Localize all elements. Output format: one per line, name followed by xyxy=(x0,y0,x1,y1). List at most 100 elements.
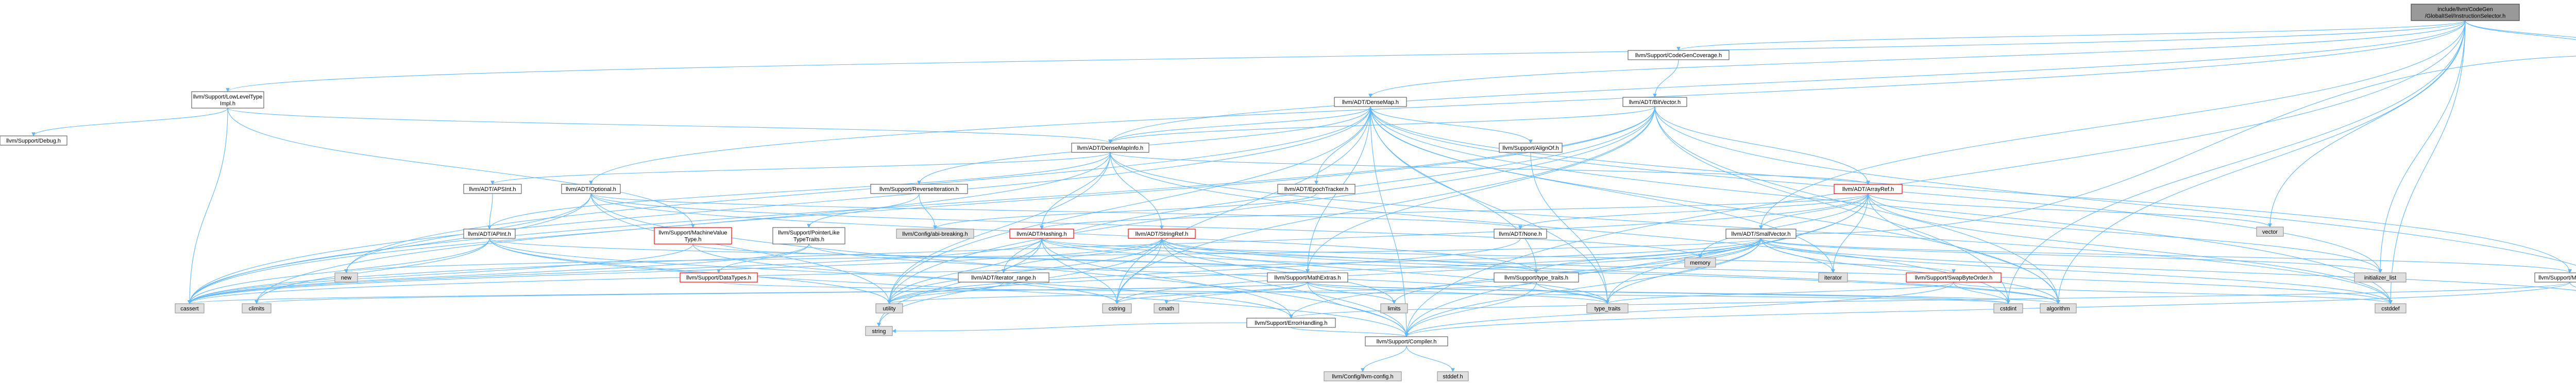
edge-hashing-to-cstring xyxy=(1041,238,1119,304)
edge-swapbyteorder-to-cstddef xyxy=(1953,282,2393,304)
node-new: new xyxy=(334,272,358,283)
edge-root-to-cstdint xyxy=(2006,20,2466,304)
node-iterrange-box xyxy=(958,272,1049,283)
edge-swapbyteorder-to-cstdint xyxy=(1953,282,2010,304)
node-none[interactable]: llvm/ADT/None.h xyxy=(1494,229,1547,239)
edge-smallvector-to-initlist xyxy=(1760,238,2382,273)
node-machinevaluetype-label: Type.h xyxy=(684,237,701,243)
edge-bitvector-to-climits xyxy=(255,106,1655,304)
edge-apint-to-utility xyxy=(489,238,891,304)
edge-optional-to-utility xyxy=(590,193,891,304)
node-datatypes[interactable]: llvm/Support/DataTypes.h xyxy=(680,272,758,283)
edge-stringref-to-typetraitsstd xyxy=(1161,238,1609,304)
edge-bitvector-to-utility xyxy=(887,106,1655,304)
node-apsint[interactable]: llvm/ADT/APSInt.h xyxy=(463,184,522,194)
node-abibreaking-box xyxy=(896,229,974,239)
node-iterrange[interactable]: llvm/ADT/iterator_range.h xyxy=(958,272,1049,283)
node-datatypes-box xyxy=(680,272,758,283)
edge-root-to-vector xyxy=(2268,20,2466,228)
edge-stringref-to-cstring xyxy=(1115,238,1162,304)
node-cmath-box xyxy=(1154,303,1179,314)
edge-stringref-to-cstddef xyxy=(1161,238,2393,304)
node-utility-label: utility xyxy=(883,306,896,312)
edge-memalloc-to-errorhandling xyxy=(1289,282,2570,319)
node-algorithm-label: algorithm xyxy=(2046,306,2070,312)
node-vector-label: vector xyxy=(2262,229,2278,235)
node-iterator-box xyxy=(1818,272,1848,283)
node-densemap-box xyxy=(1334,97,1407,107)
node-densemap[interactable]: llvm/ADT/DenseMap.h xyxy=(1334,97,1407,107)
node-memory-label: memory xyxy=(1690,260,1710,266)
edge-reverseiter-to-ptrliketypetraits xyxy=(807,193,920,228)
node-arrayref[interactable]: llvm/ADT/ArrayRef.h xyxy=(1834,184,1903,194)
node-mathextras[interactable]: llvm/Support/MathExtras.h xyxy=(1267,272,1348,283)
node-stringref[interactable]: llvm/ADT/StringRef.h xyxy=(1128,229,1196,239)
edge-root-to-smallvector xyxy=(1759,20,2466,230)
edge-optional-to-cassert xyxy=(188,193,591,304)
edge-compiler-to-stddef xyxy=(1406,345,1455,372)
edge-hashing-to-algorithm xyxy=(1041,238,2060,304)
edge-swapbyteorder-to-compiler xyxy=(1404,282,1954,337)
node-cstdint-label: cstdint xyxy=(2000,306,2016,312)
node-errorhandling[interactable]: llvm/Support/ErrorHandling.h xyxy=(1246,318,1336,328)
node-optional[interactable]: llvm/ADT/Optional.h xyxy=(561,184,621,194)
node-apint[interactable]: llvm/ADT/APInt.h xyxy=(463,229,516,239)
edge-swapbyteorder-to-typetraitsstd xyxy=(1605,282,1954,304)
node-cstdint-box xyxy=(1993,303,2023,314)
node-mathextras-box xyxy=(1267,272,1348,283)
node-cstring-box xyxy=(1102,303,1132,314)
edge-hashing-to-cassert xyxy=(188,238,1042,304)
node-typetraits[interactable]: llvm/Support/type_traits.h xyxy=(1494,272,1579,283)
node-bitvector[interactable]: llvm/ADT/BitVector.h xyxy=(1622,97,1687,107)
node-epochtracker-box xyxy=(1277,184,1355,194)
node-memalloc[interactable]: llvm/Support/MemAlloc.h xyxy=(2534,272,2576,283)
node-root[interactable]: include/llvm/CodeGen/GlobalISel/Instruct… xyxy=(2411,4,2520,21)
edge-apint-to-cstring xyxy=(489,238,1119,304)
node-swapbyteorder[interactable]: llvm/Support/SwapByteOrder.h xyxy=(1906,272,2002,283)
node-cstddef-label: cstddef xyxy=(2381,306,2400,312)
node-cgcoverage[interactable]: llvm/Support/CodeGenCoverage.h xyxy=(1628,50,1730,60)
node-smallvector[interactable]: llvm/ADT/SmallVector.h xyxy=(1725,229,1797,239)
edge-reverseiter-to-abibreaking xyxy=(919,193,937,230)
node-typetraitsstd-label: type_traits xyxy=(1595,306,1621,312)
node-abibreaking-label: llvm/Config/abi-breaking.h xyxy=(902,231,968,237)
node-new-label: new xyxy=(341,275,351,281)
edge-bitvector-to-cstdlib xyxy=(1654,106,2576,266)
node-apint-label: llvm/ADT/APInt.h xyxy=(468,231,511,237)
edge-bitvector-to-arrayref xyxy=(1654,106,1870,185)
node-cstddef: cstddef xyxy=(2375,303,2406,314)
node-epochtracker[interactable]: llvm/ADT/EpochTracker.h xyxy=(1277,184,1355,194)
node-apint-box xyxy=(463,229,516,239)
edge-apsint-to-apint xyxy=(487,193,493,230)
node-reverseiter[interactable]: llvm/Support/ReverseIteration.h xyxy=(870,184,968,194)
node-typetraitsstd-box xyxy=(1586,303,1629,314)
node-alignof[interactable]: llvm/Support/AlignOf.h xyxy=(1499,143,1563,153)
node-cmath-label: cmath xyxy=(1159,306,1174,312)
edge-stringref-to-compiler xyxy=(1161,238,1409,337)
node-iterator: iterator xyxy=(1818,272,1848,283)
node-memalloc-box xyxy=(2534,272,2576,283)
edge-arrayref-to-cassert xyxy=(188,193,1869,304)
node-densemapinfo[interactable]: llvm/ADT/DenseMapInfo.h xyxy=(1071,143,1149,153)
edge-smallvector-to-iterator xyxy=(1760,238,1835,273)
edge-densemap-to-utility xyxy=(887,106,1371,304)
edge-lowlevel-to-machinevaluetype xyxy=(227,108,695,228)
node-initlist-box xyxy=(2354,272,2406,283)
edge-root-to-lowlevel xyxy=(226,20,2466,92)
node-climits-box xyxy=(242,303,272,314)
node-ptrliketypetraits-label: TypeTraits.h xyxy=(793,237,824,243)
node-debug[interactable]: llvm/Support/Debug.h xyxy=(0,135,67,146)
edge-apint-to-cassert xyxy=(188,238,490,304)
node-utility-box xyxy=(875,303,903,314)
edge-typetraits-to-utility xyxy=(887,282,1537,304)
node-compiler[interactable]: llvm/Support/Compiler.h xyxy=(1365,336,1448,346)
node-typetraitsstd: type_traits xyxy=(1586,303,1629,314)
node-new-box xyxy=(334,272,358,283)
node-climits: climits xyxy=(242,303,272,314)
edge-mathextras-to-algorithm xyxy=(1307,282,2060,304)
node-hashing[interactable]: llvm/ADT/Hashing.h xyxy=(1009,229,1074,239)
edge-mathextras-to-cassert xyxy=(188,282,1308,304)
